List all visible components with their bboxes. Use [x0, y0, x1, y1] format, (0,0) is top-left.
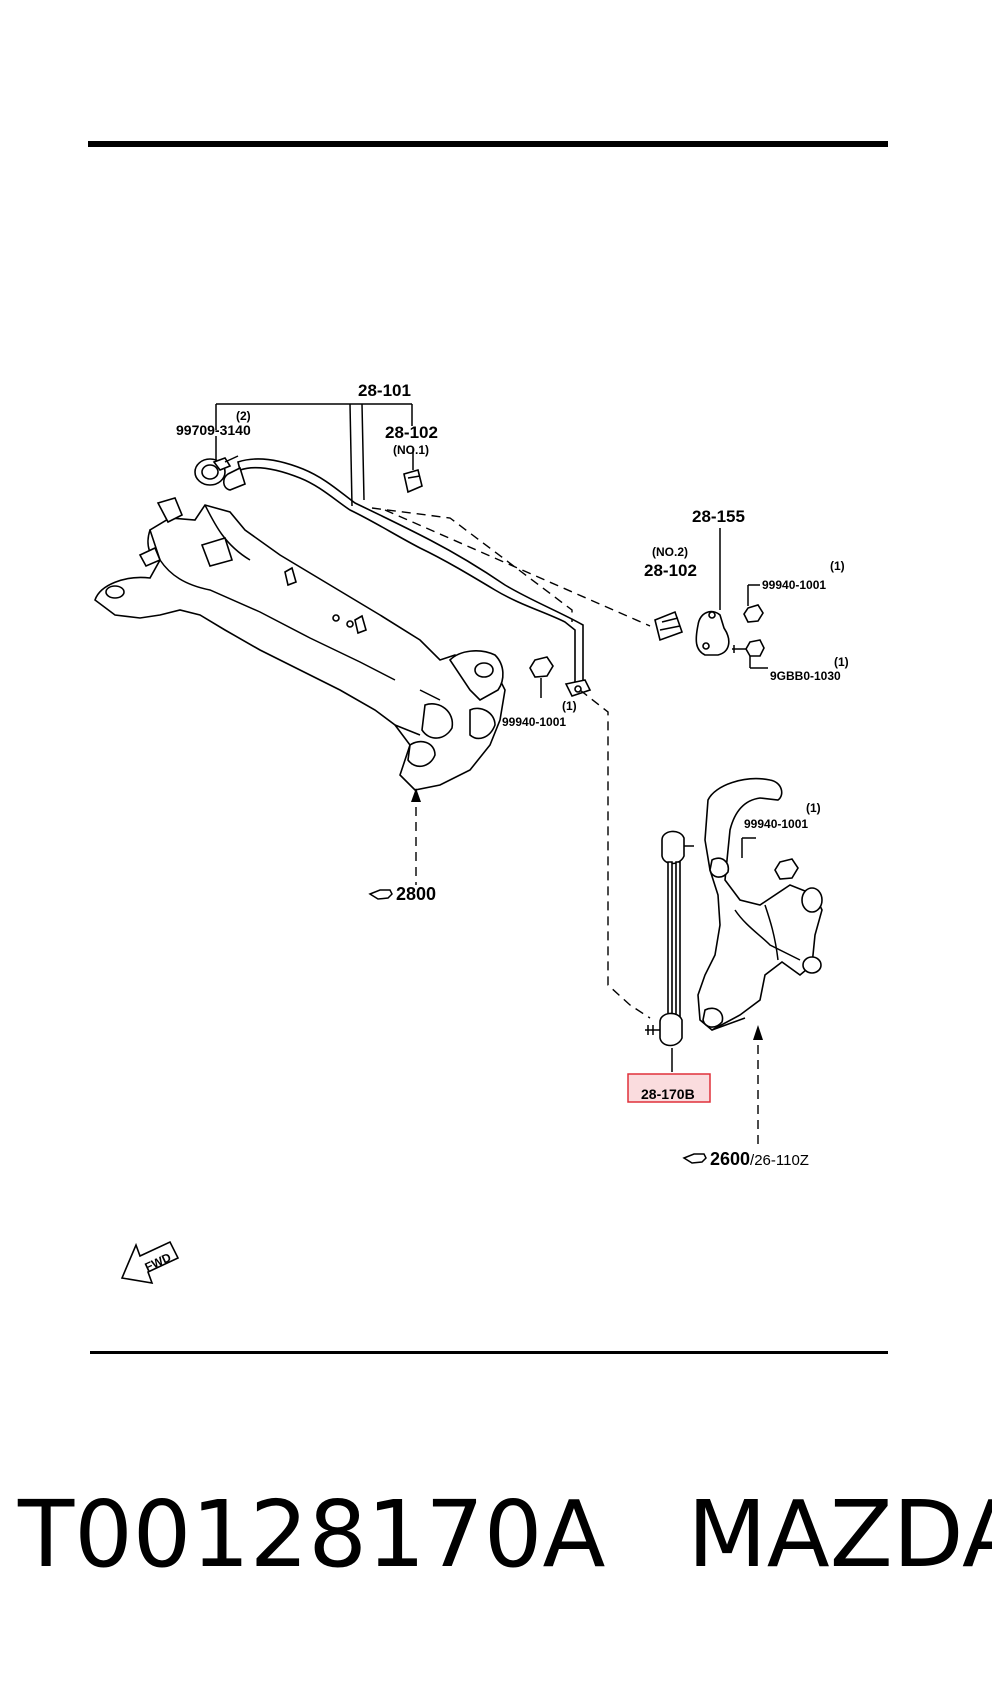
part-number: T00128170A: [18, 1481, 606, 1588]
arrow-head-2800: [411, 788, 421, 802]
label-28-155: 28-155: [692, 507, 745, 526]
clamp-99709-3140: [194, 455, 239, 486]
label-qty-1-a: (1): [830, 559, 845, 573]
leader-lines: [215, 403, 768, 1072]
bushing-no2: [654, 610, 684, 642]
caption: T00128170A MAZDA: [18, 1480, 992, 1590]
ref-2600: 2600/26-110Z: [682, 1149, 809, 1169]
arrow-head-2600: [753, 1025, 763, 1040]
nut-99940-1001-c: [774, 858, 799, 880]
nut-99940-1001-a: [743, 604, 764, 623]
label-28-102-no2: 28-102: [644, 561, 697, 580]
label-28-101: 28-101: [358, 381, 411, 400]
pointing-hand-icon: [368, 889, 393, 900]
end-link-28-170b: [645, 830, 694, 1047]
assembly-lines: [371, 507, 759, 1150]
label-99940-1001-a: 99940-1001: [762, 578, 826, 592]
bottom-rule: [90, 1351, 888, 1354]
label-2800: 2800: [396, 884, 436, 904]
brand-name: MAZDA: [687, 1481, 992, 1588]
label-no1: (NO.1): [393, 443, 429, 457]
label-no2: (NO.2): [652, 545, 688, 559]
label-28-170b: 28-170B: [641, 1086, 695, 1102]
label-qty-1-b: (1): [834, 655, 849, 669]
label-qty-1-d: (1): [806, 801, 821, 815]
label-qty-2: (2): [236, 409, 251, 423]
label-2600: 2600/26-110Z: [710, 1149, 809, 1169]
label-99940-1001-c: 99940-1001: [744, 817, 808, 831]
fwd-arrow: FWD: [120, 1240, 180, 1285]
label-qty-1-c: (1): [562, 699, 577, 713]
label-9gbb0-1030: 9GBB0-1030: [770, 669, 841, 683]
bracket-28-155: [695, 610, 730, 656]
ref-2800: 2800: [368, 884, 436, 904]
crossmember: [94, 497, 506, 791]
label-28-102-no1: 28-102: [385, 423, 438, 442]
nut-99940-1001-b: [529, 656, 554, 678]
bolt-9gbb0-1030: [732, 639, 765, 657]
pointing-hand-icon: [682, 1153, 707, 1164]
knuckle: [697, 777, 823, 1031]
top-rule: [88, 141, 888, 147]
stabilizer-bar: [222, 458, 592, 697]
label-99940-1001-b: 99940-1001: [502, 715, 566, 729]
bushing-no1: [403, 469, 423, 494]
label-99709-3140: 99709-3140: [176, 422, 251, 438]
highlight-box: [627, 1073, 711, 1103]
